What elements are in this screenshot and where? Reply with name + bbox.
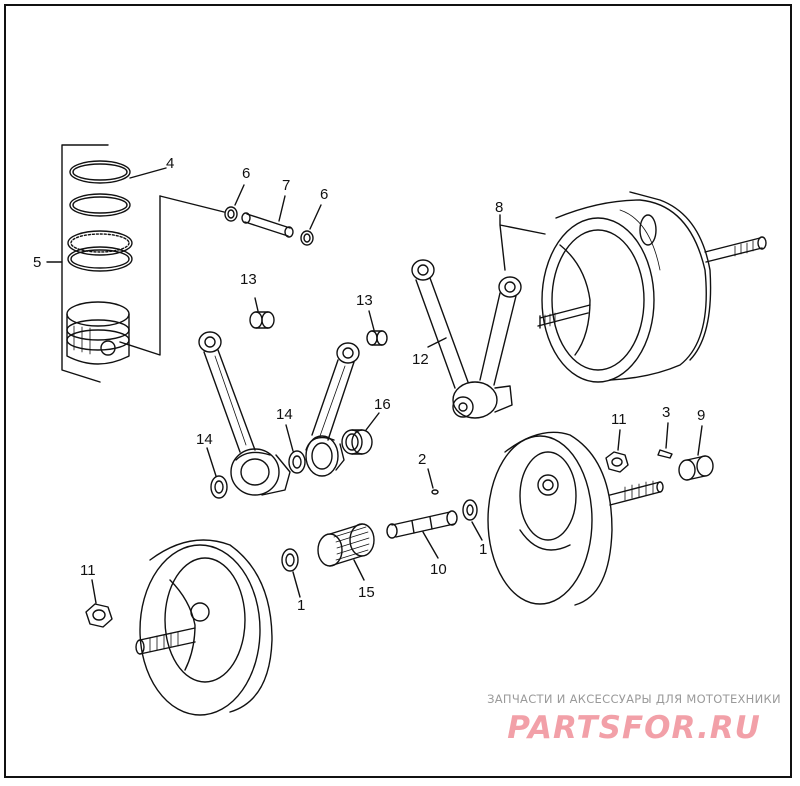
leader-1a — [471, 521, 483, 541]
piston-ring-top — [69, 160, 131, 184]
callout-10: 10 — [430, 561, 447, 578]
diagram-frame — [4, 4, 792, 778]
callout-9: 9 — [697, 407, 706, 424]
callout-6-right: 6 — [320, 186, 329, 203]
leader-2 — [427, 468, 434, 489]
leader-3 — [665, 422, 669, 449]
nut-lower — [85, 603, 113, 628]
callout-14-mid: 14 — [276, 406, 293, 423]
woodruff-key — [657, 449, 673, 459]
small-end-bushing-right — [366, 330, 388, 346]
watermark-logo-text: PARTSFOR.RU — [507, 710, 761, 746]
nut-upper — [605, 451, 629, 473]
callout-16: 16 — [374, 396, 391, 413]
callout-11-lower: 11 — [80, 562, 96, 579]
leader-16 — [365, 412, 380, 431]
thrust-washer-right — [462, 499, 478, 521]
thrust-washer-mid — [288, 450, 306, 474]
leader-14b — [285, 424, 294, 452]
leader-13a — [254, 297, 259, 312]
flywheel-right — [487, 431, 664, 606]
callout-3: 3 — [662, 404, 671, 421]
leader-1b — [292, 571, 301, 598]
piston-group-bracket — [61, 144, 109, 383]
circlip-left — [224, 206, 238, 222]
watermark: ЗАПЧАСТИ И АКСЕССУАРЫ ДЛЯ МОТОТЕХНИКИ PA… — [486, 692, 782, 751]
connecting-rod-assembly — [411, 259, 522, 419]
bearing-16 — [341, 429, 373, 455]
crank-pin — [386, 510, 458, 539]
leader-piston-pin — [119, 195, 161, 356]
callout-7: 7 — [282, 177, 291, 194]
leader-11b — [91, 579, 97, 604]
piston-ring-oil — [67, 230, 133, 272]
watermark-logo: PARTSFOR.RU — [507, 710, 761, 746]
piston-ring-middle — [69, 193, 131, 217]
callout-1-lower: 1 — [297, 597, 306, 614]
callout-8: 8 — [495, 199, 504, 216]
callout-11-upper: 11 — [611, 411, 627, 428]
callout-15: 15 — [358, 584, 375, 601]
connecting-rod-left — [198, 331, 291, 496]
callout-4: 4 — [166, 155, 175, 172]
leader-10 — [422, 531, 439, 559]
dowel-2 — [431, 489, 439, 495]
leader-9 — [697, 425, 703, 456]
callout-6-left: 6 — [242, 165, 251, 182]
circlip-right — [300, 230, 314, 246]
callout-1-right: 1 — [479, 541, 488, 558]
leader-4 — [129, 167, 167, 179]
leader-6a — [234, 184, 245, 206]
callout-13-right: 13 — [356, 292, 373, 309]
connecting-rod-right — [305, 342, 360, 477]
thrust-washer-left — [210, 475, 228, 499]
watermark-tagline: ЗАПЧАСТИ И АКСЕССУАРЫ ДЛЯ МОТОТЕХНИКИ — [487, 692, 781, 706]
leader-12 — [427, 337, 447, 348]
callout-2: 2 — [418, 451, 427, 468]
leader-8 — [499, 214, 546, 271]
callout-5: 5 — [33, 254, 42, 271]
leader-14a — [206, 447, 217, 477]
thrust-washer-lower — [281, 548, 299, 572]
callout-13-left: 13 — [240, 271, 257, 288]
leader-13b — [368, 310, 375, 331]
callout-12: 12 — [412, 351, 429, 368]
leader-7 — [278, 195, 286, 222]
small-end-bushing-left — [249, 311, 275, 329]
callout-14-left: 14 — [196, 431, 213, 448]
roller-bearing — [317, 523, 375, 567]
leader-6b — [309, 204, 322, 230]
leader-15 — [353, 559, 365, 581]
leader-11a — [617, 429, 621, 451]
piston — [66, 301, 130, 365]
piston-pin — [241, 212, 294, 238]
sleeve-9 — [678, 455, 714, 481]
flywheel-left — [135, 539, 273, 716]
crankshaft-assembly — [537, 191, 767, 383]
